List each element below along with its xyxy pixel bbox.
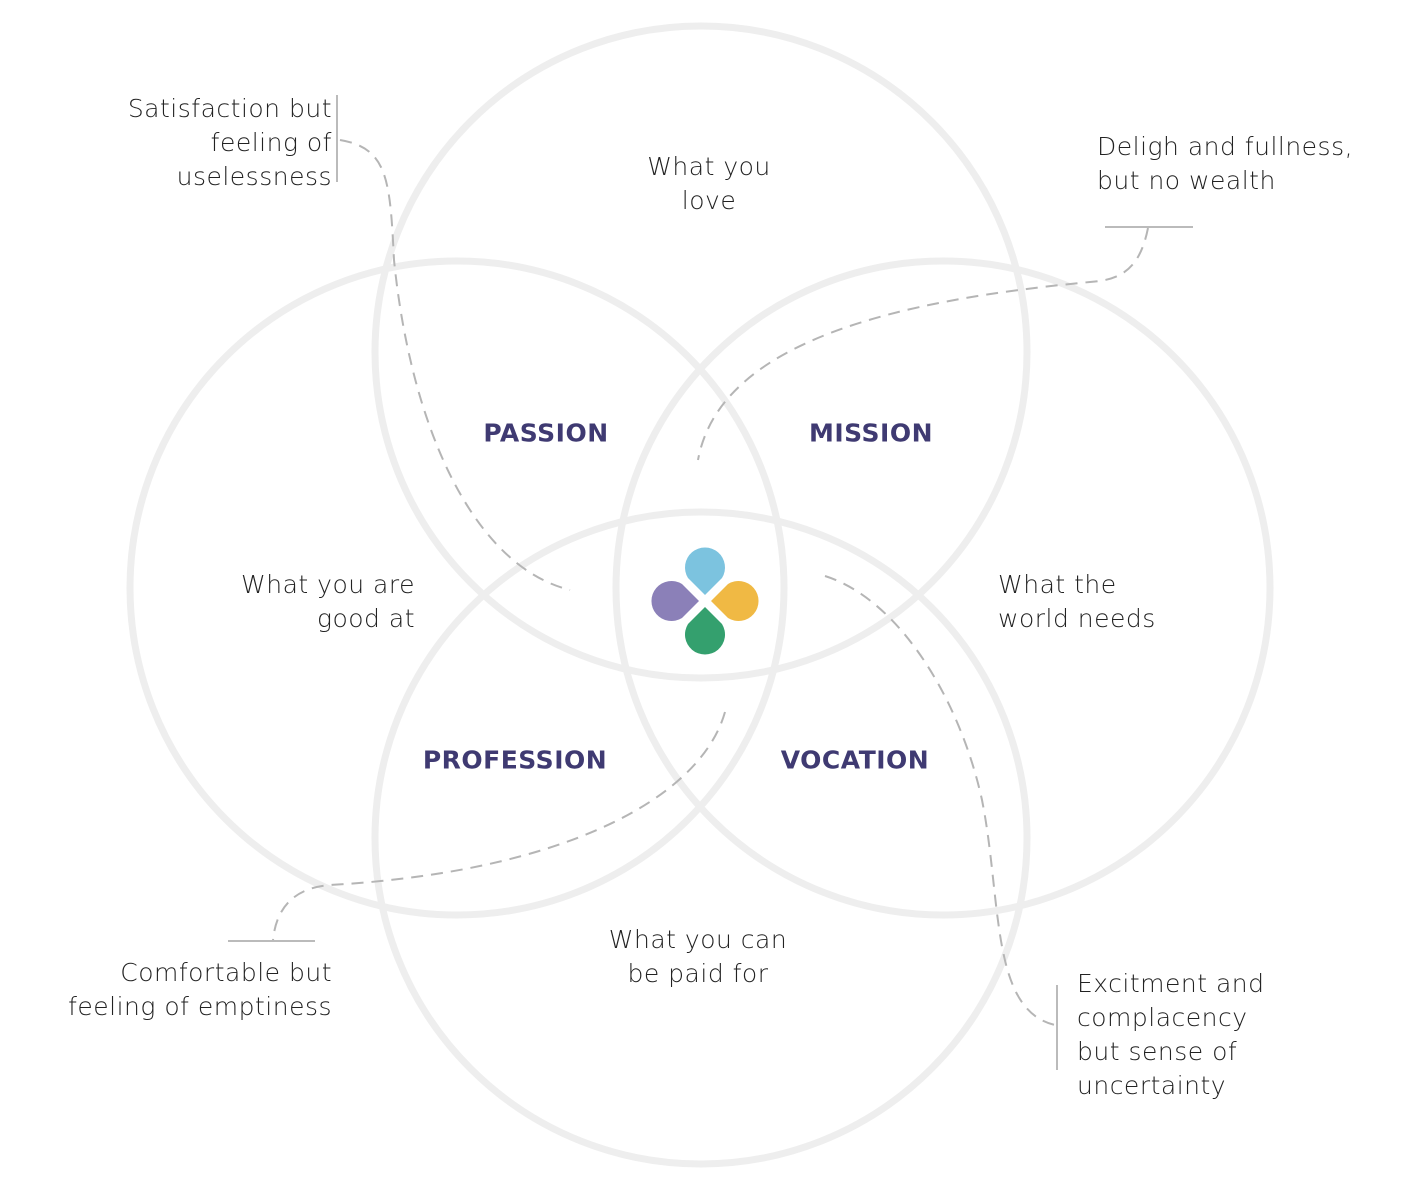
note-line: but sense of xyxy=(1077,1037,1238,1066)
note-top-left: Satisfaction but feeling of uselessness xyxy=(128,92,332,194)
note-line: Comfortable but xyxy=(120,958,332,987)
label-line: world needs xyxy=(998,604,1156,633)
note-bottom-right: Excitment and complacency but sense of u… xyxy=(1077,967,1265,1103)
note-line: feeling of xyxy=(210,128,332,157)
label-line: good at xyxy=(316,604,415,633)
label-line: What you can xyxy=(608,925,788,954)
intersection-mission: MISSION xyxy=(808,418,934,448)
circle-good-at xyxy=(126,257,788,919)
petal-blue-icon xyxy=(685,547,725,595)
intersection-passion: PASSION xyxy=(483,418,609,448)
petal-green-icon xyxy=(685,607,725,655)
note-line: Excitment and xyxy=(1077,969,1265,998)
note-line: complacency xyxy=(1077,1003,1248,1032)
label-line: What you xyxy=(647,152,771,181)
note-bottom-left: Comfortable but feeling of emptiness xyxy=(68,956,332,1024)
circle-label-world-needs: What the world needs xyxy=(998,568,1156,636)
circle-label-love: What you love xyxy=(647,150,771,218)
label-line: What you are xyxy=(241,570,415,599)
note-line: uselessness xyxy=(176,162,332,191)
circle-label-paid-for: What you can be paid for xyxy=(609,923,787,991)
circle-world-needs xyxy=(612,257,1274,919)
logo-icon xyxy=(651,547,759,655)
intersection-vocation: VOCATION xyxy=(780,745,930,775)
label-line: love xyxy=(681,186,737,215)
petal-orange-icon xyxy=(711,581,759,621)
circle-love xyxy=(371,22,1031,682)
leader-line-top-right xyxy=(697,227,1149,461)
intersection-profession: PROFESSION xyxy=(422,745,608,775)
note-top-right: Deligh and fullness, but no wealth xyxy=(1097,130,1353,198)
leader-line-bottom-right xyxy=(824,575,1056,1026)
circle-paid-for xyxy=(371,508,1031,1168)
note-line: Deligh and fullness, xyxy=(1097,132,1354,161)
label-line: What the xyxy=(998,570,1117,599)
petal-purple-icon xyxy=(651,581,699,621)
note-line: uncertainty xyxy=(1077,1071,1227,1100)
leader-line-bottom-left xyxy=(272,711,726,941)
circle-label-good-at: What you are good at xyxy=(241,568,415,636)
leader-line-top-left xyxy=(339,139,571,591)
note-line: feeling of emptiness xyxy=(68,992,332,1021)
note-line: but no wealth xyxy=(1097,166,1276,195)
note-line: Satisfaction but xyxy=(127,94,332,123)
label-line: be paid for xyxy=(627,959,769,988)
